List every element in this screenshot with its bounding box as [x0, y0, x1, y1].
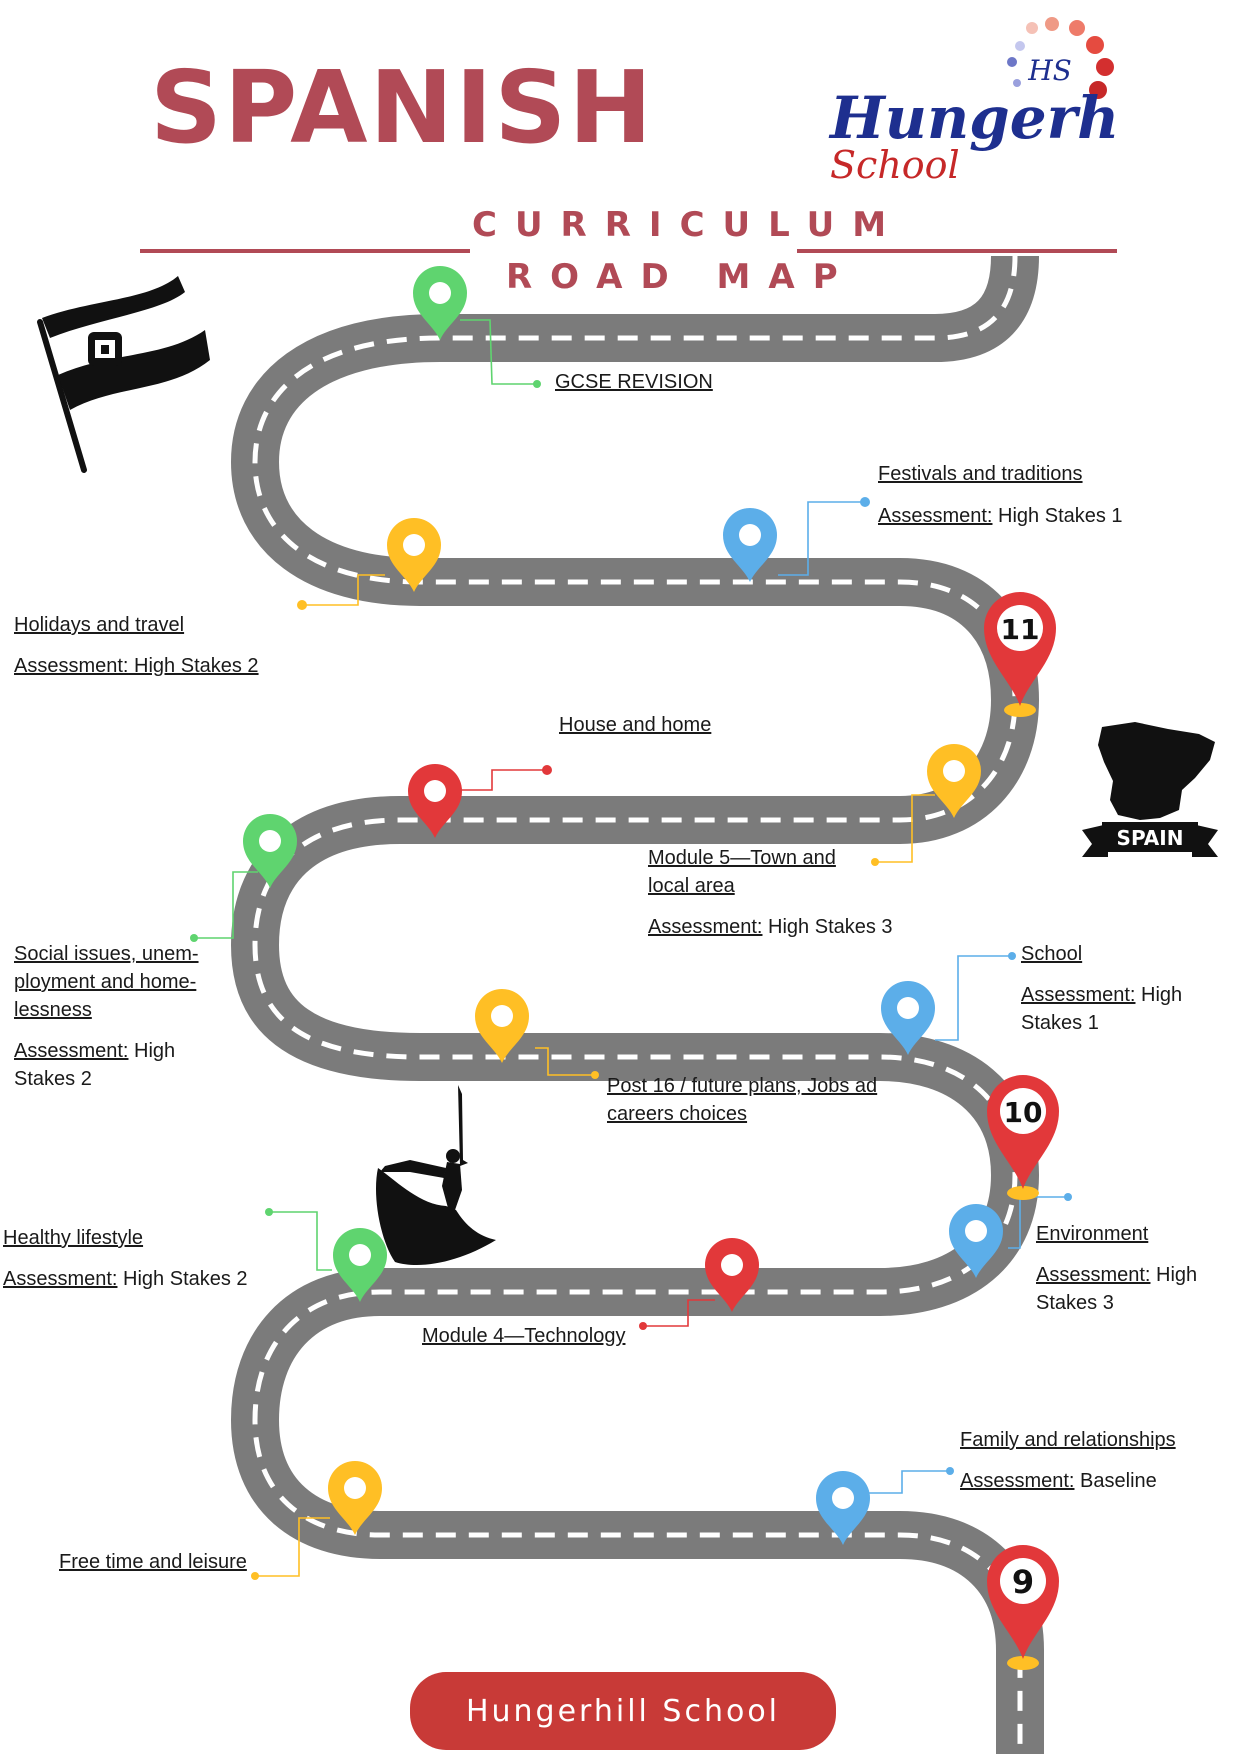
assessment-value-cont: Stakes 3 — [1036, 1292, 1114, 1314]
map-pin-icon — [705, 1238, 759, 1312]
assessment-value: High Stakes 3 — [762, 916, 893, 938]
spain-flag-icon — [37, 276, 210, 473]
milestone-title: Festivals and traditions — [878, 463, 1083, 485]
milestone-school: School Assessment: High Stakes 1 — [1021, 940, 1182, 1037]
milestone-healthy-lifestyle: Healthy lifestyle Assessment: High Stake… — [3, 1224, 248, 1293]
assessment-value: High Stakes 2 — [128, 655, 259, 677]
assessment-line: Assessment: High Stakes 2 — [14, 652, 259, 680]
assessment-value: High — [1150, 1264, 1198, 1286]
year-11-label: 11 — [1001, 613, 1040, 646]
year-11-marker: 11 — [984, 592, 1056, 717]
milestone-title: Module 5—Town and — [648, 847, 836, 869]
milestone-title: House and home — [559, 714, 712, 736]
connector-dots — [190, 380, 1072, 1580]
map-pin-icon — [328, 1461, 382, 1535]
milestone-free-time: Free time and leisure — [59, 1548, 247, 1576]
assessment-value: High Stakes 2 — [117, 1268, 248, 1290]
logo-dots-decoration — [1007, 17, 1114, 99]
road — [231, 255, 1044, 1754]
map-pin-icon — [881, 981, 935, 1055]
milestone-title: Healthy lifestyle — [3, 1227, 144, 1249]
logo-name-line1: Hungerhill — [828, 84, 1120, 152]
map-pin-icon — [387, 518, 441, 592]
assessment-prefix: Assessment: — [648, 916, 763, 938]
assessment-prefix: Assessment: — [1021, 984, 1136, 1006]
year-9-label: 9 — [1012, 1563, 1034, 1601]
milestone-title: School — [1021, 943, 1083, 965]
map-pin-icon — [413, 266, 467, 340]
assessment-line: Assessment: High Stakes 2 — [3, 1265, 248, 1293]
flamenco-dancer-icon — [375, 1085, 496, 1266]
milestone-post16: Post 16 / future plans, Jobs ad careers … — [607, 1072, 877, 1128]
school-logo: HS Hungerhill School — [828, 17, 1120, 187]
hungerhill-school-button[interactable]: Hungerhill School — [410, 1672, 836, 1750]
assessment-line: Assessment: High — [1036, 1261, 1197, 1289]
assessment-value: High Stakes 1 — [992, 505, 1123, 527]
milestone-holidays: Holidays and travel Assessment: High Sta… — [14, 611, 259, 680]
assessment-line: Assessment: High — [14, 1037, 199, 1065]
title-rule-right — [797, 249, 1117, 253]
milestone-title: GCSE REVISION — [555, 371, 713, 393]
milestone-title: Family and relationships — [960, 1429, 1176, 1451]
assessment-prefix: Assessment: — [14, 655, 129, 677]
spain-map-icon: SPAIN — [1082, 722, 1218, 857]
map-pin-icon — [949, 1204, 1003, 1278]
assessment-value: High — [1135, 984, 1183, 1006]
assessment-value: Baseline — [1074, 1470, 1157, 1492]
assessment-line: Assessment: Baseline — [960, 1467, 1176, 1495]
year-9-marker: 9 — [987, 1545, 1059, 1670]
title-rule-left — [140, 249, 470, 253]
assessment-value-cont: Stakes 1 — [1021, 1012, 1099, 1034]
assessment-prefix: Assessment: — [3, 1268, 118, 1290]
logo-name-line2: School — [830, 143, 960, 187]
assessment-prefix: Assessment: — [960, 1470, 1075, 1492]
milestone-social-issues: Social issues, unem- ployment and home- … — [14, 940, 199, 1093]
milestone-gcse-revision: GCSE REVISION — [555, 368, 713, 396]
page-title: SPANISH — [150, 49, 655, 166]
map-pin-icon — [816, 1471, 870, 1545]
milestone-title: Post 16 / future plans, Jobs ad — [607, 1075, 878, 1097]
subtitle-line1: CURRICULUM — [472, 205, 905, 245]
assessment-line: Assessment: High Stakes 3 — [648, 913, 893, 941]
milestone-title: Environment — [1036, 1223, 1149, 1245]
milestone-title: lessness — [14, 999, 92, 1021]
milestone-title: Module 4—Technology — [422, 1325, 626, 1347]
connector-lines — [194, 319, 1068, 1577]
milestone-module5: Module 5—Town and local area Assessment:… — [648, 844, 893, 941]
map-pin-icon — [475, 989, 529, 1063]
milestone-family: Family and relationships Assessment: Bas… — [960, 1426, 1176, 1495]
milestone-festivals: Festivals and traditions Assessment: Hig… — [878, 460, 1123, 530]
year-10-label: 10 — [1004, 1096, 1043, 1129]
map-pin-icon — [333, 1228, 387, 1302]
subtitle-line2: ROAD MAP — [506, 257, 856, 297]
milestone-title: ployment and home- — [14, 971, 197, 993]
map-pin-icon — [243, 814, 297, 888]
spain-badge-label: SPAIN — [1117, 826, 1184, 850]
map-pin-icon — [927, 744, 981, 818]
milestone-title: local area — [648, 875, 735, 897]
map-pin-icon — [408, 764, 462, 838]
map-pin-icon — [723, 508, 777, 582]
year-10-marker: 10 — [987, 1075, 1059, 1200]
assessment-prefix: Assessment: — [1036, 1264, 1151, 1286]
milestone-title: Free time and leisure — [59, 1551, 247, 1573]
assessment-value-cont: Stakes 2 — [14, 1068, 92, 1090]
assessment-line: Assessment: High Stakes 1 — [878, 502, 1123, 530]
assessment-prefix: Assessment: — [878, 505, 993, 527]
assessment-value: High — [128, 1040, 176, 1062]
assessment-line: Assessment: High — [1021, 981, 1182, 1009]
milestone-module4: Module 4—Technology — [422, 1322, 625, 1350]
milestone-environment: Environment Assessment: High Stakes 3 — [1036, 1220, 1197, 1317]
assessment-prefix: Assessment: — [14, 1040, 129, 1062]
milestone-title: careers choices — [607, 1103, 748, 1125]
logo-monogram: HS — [1027, 54, 1072, 87]
milestone-house-home: House and home — [559, 711, 711, 739]
milestone-title: Social issues, unem- — [14, 943, 199, 965]
milestone-title: Holidays and travel — [14, 614, 185, 636]
